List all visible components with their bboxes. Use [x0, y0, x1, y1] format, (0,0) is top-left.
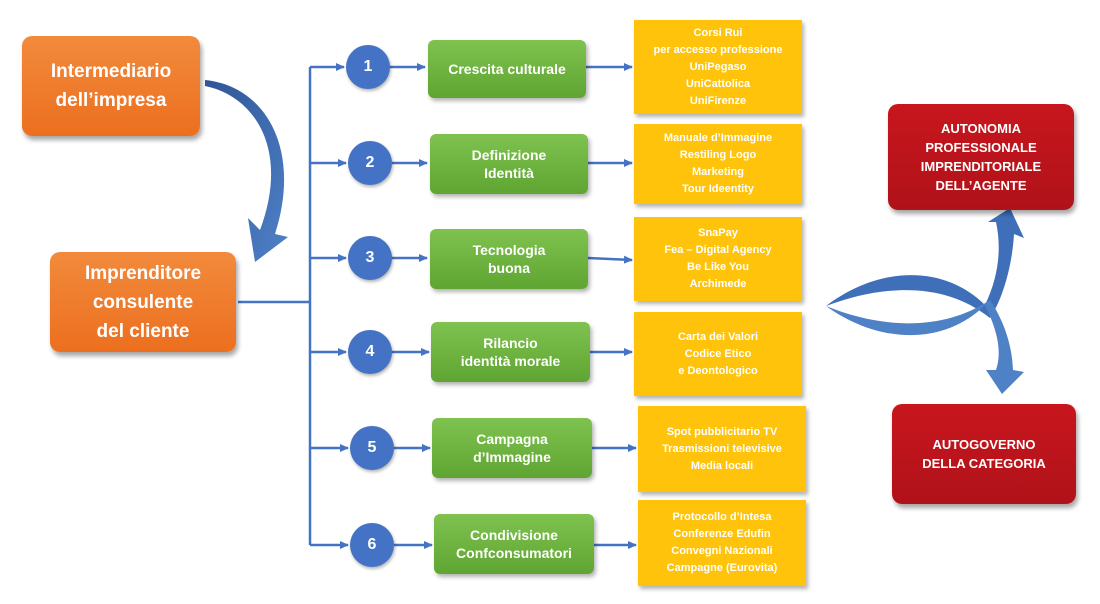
- step-6-detail-3: Convegni Nazionali: [671, 545, 773, 557]
- step-4-details: Carta dei Valori Codice Etico e Deontolo…: [634, 312, 802, 396]
- trunk-lines: [238, 67, 312, 545]
- autogoverno-line2: DELLA CATEGORIA: [922, 456, 1046, 471]
- step-6-detail-1: Protocollo d’Intesa: [672, 511, 772, 523]
- step-2-detail-2: Restiling Logo: [679, 149, 757, 161]
- autogoverno-outcome: AUTOGOVERNO DELLA CATEGORIA: [892, 404, 1076, 504]
- step-5-details: Spot pubblicitario TV Trasmissioni telev…: [638, 406, 806, 492]
- step-6-details: Protocollo d’Intesa Conferenze Edufin Co…: [638, 500, 806, 586]
- step-2-title-line1: Definizione: [471, 147, 547, 163]
- step-3-detail-4: Archimede: [689, 278, 747, 290]
- step-5-title-line1: Campagna: [476, 431, 548, 447]
- step-5-detail-2: Trasmissioni televisive: [662, 442, 782, 455]
- step-3-title: Tecnologia buona: [430, 229, 588, 289]
- step-4-detail-1: Carta dei Valori: [677, 330, 759, 343]
- step-1-detail-5: UniFirenze: [689, 94, 747, 107]
- step-3-title-line1: Tecnologia: [472, 242, 546, 258]
- step-3-detail-1: SnaPay: [698, 227, 738, 239]
- step-3-detail-3: Be Like You: [687, 261, 749, 273]
- step-1-detail-3: UniPegaso: [689, 60, 747, 73]
- step-4-title-line1: Rilancio: [483, 335, 538, 351]
- step-6-detail-2: Conferenze Edufin: [673, 528, 771, 540]
- step-2-title: Definizione Identità: [430, 134, 588, 194]
- step-4-detail-3: e Deontologico: [678, 364, 758, 377]
- step-5-title: Campagna d’Immagine: [432, 418, 592, 478]
- step-2-number: 2: [348, 141, 392, 185]
- circle-to-step-arrows: [390, 63, 433, 549]
- branch-lines: [310, 63, 349, 549]
- step-3-title-line2: buona: [488, 260, 530, 276]
- step-6-number: 6: [350, 523, 394, 567]
- step-5-number: 5: [350, 426, 394, 470]
- step-3-number: 3: [348, 236, 392, 280]
- step-5-title-line2: d’Immagine: [473, 449, 551, 465]
- step-1-detail-4: UniCattolica: [685, 77, 751, 90]
- step-1-title: Crescita culturale: [428, 40, 586, 98]
- step-2-details: Manuale d’Immagine Restiling Logo Market…: [634, 124, 802, 204]
- step-6-title-line2: Confconsumatori: [456, 545, 572, 561]
- imprenditore-line1: Imprenditore: [84, 262, 202, 284]
- split-arrow-icon: [826, 208, 1024, 394]
- step-2-detail-4: Tour Ideentity: [682, 183, 754, 195]
- imprenditore-line2: consulente: [92, 291, 194, 313]
- autonomia-line3: IMPRENDITORIALE: [920, 159, 1042, 174]
- step-6-title-line1: Condivisione: [470, 527, 558, 543]
- step-1-title-line1: Crescita culturale: [448, 61, 566, 77]
- step-2-detail-1: Manuale d’Immagine: [663, 132, 773, 144]
- step-6-title: Condivisione Confconsumatori: [434, 514, 594, 574]
- step-1-detail-2: per accesso professione: [653, 43, 783, 56]
- step-5-detail-1: Spot pubblicitario TV: [666, 425, 778, 438]
- step-6-detail-4: Campagne (Eurovita): [666, 562, 778, 574]
- imprenditore-node: Imprenditore consulente del cliente: [50, 252, 236, 352]
- step-3-details: SnaPay Fea – Digital Agency Be Like You …: [634, 217, 802, 301]
- autonomia-line4: DELL’AGENTE: [935, 178, 1027, 193]
- autonomia-line2: PROFESSIONALE: [925, 140, 1037, 155]
- step-4-title: Rilancio identità morale: [431, 322, 590, 382]
- step-4-detail-2: Codice Etico: [684, 347, 752, 360]
- imprenditore-line3: del cliente: [96, 320, 190, 342]
- step-2-detail-3: Marketing: [692, 166, 744, 178]
- curved-arrow-down: [205, 80, 288, 262]
- autogoverno-line1: AUTOGOVERNO: [932, 437, 1036, 452]
- intermediario-node: Intermediario dell’impresa: [22, 36, 200, 136]
- step-1-number: 1: [346, 45, 390, 89]
- step-to-details-arrows: [586, 63, 637, 549]
- step-1-details: Corsi Rui per accesso professione UniPeg…: [634, 20, 802, 114]
- step-5-detail-3: Media locali: [690, 459, 754, 472]
- step-4-title-line2: identità morale: [460, 353, 561, 369]
- step-1-detail-1: Corsi Rui: [693, 26, 743, 39]
- autonomia-line1: AUTONOMIA: [941, 121, 1021, 136]
- step-4-number: 4: [348, 330, 392, 374]
- step-2-title-line2: Identità: [484, 165, 534, 181]
- intermediario-line1: Intermediario: [50, 61, 172, 82]
- autonomia-outcome: AUTONOMIA PROFESSIONALE IMPRENDITORIALE …: [888, 104, 1074, 210]
- step-3-detail-2: Fea – Digital Agency: [664, 244, 772, 256]
- intermediario-line2: dell’impresa: [55, 90, 167, 111]
